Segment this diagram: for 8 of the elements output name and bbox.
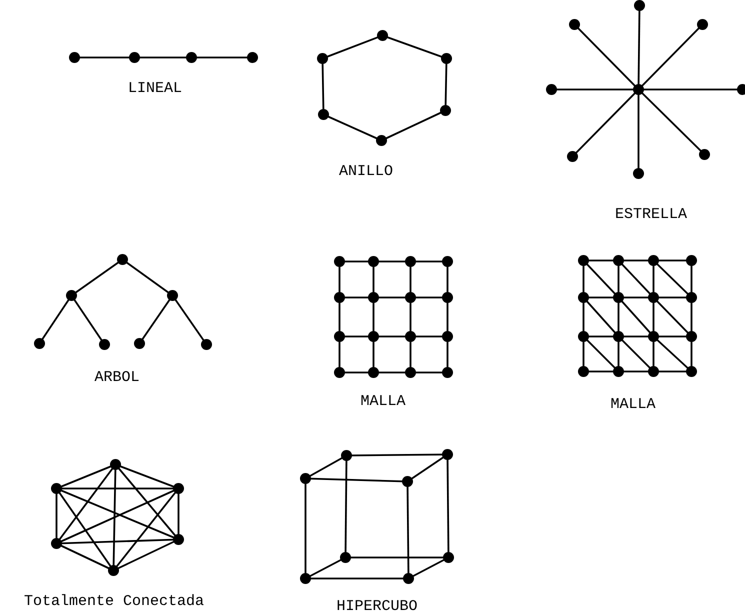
topology-caption: Totalmente Conectada (24, 593, 204, 611)
topology-caption: MALLA (610, 396, 656, 414)
topology-caption: HIPERCUBO (336, 598, 418, 616)
topology-caption: MALLA (360, 393, 406, 411)
topology-caption: ANILLO (339, 163, 393, 181)
topology-caption: ARBOL (94, 369, 140, 387)
topology-caption: LINEAL (128, 80, 182, 98)
topology-caption: ESTRELLA (615, 206, 687, 224)
